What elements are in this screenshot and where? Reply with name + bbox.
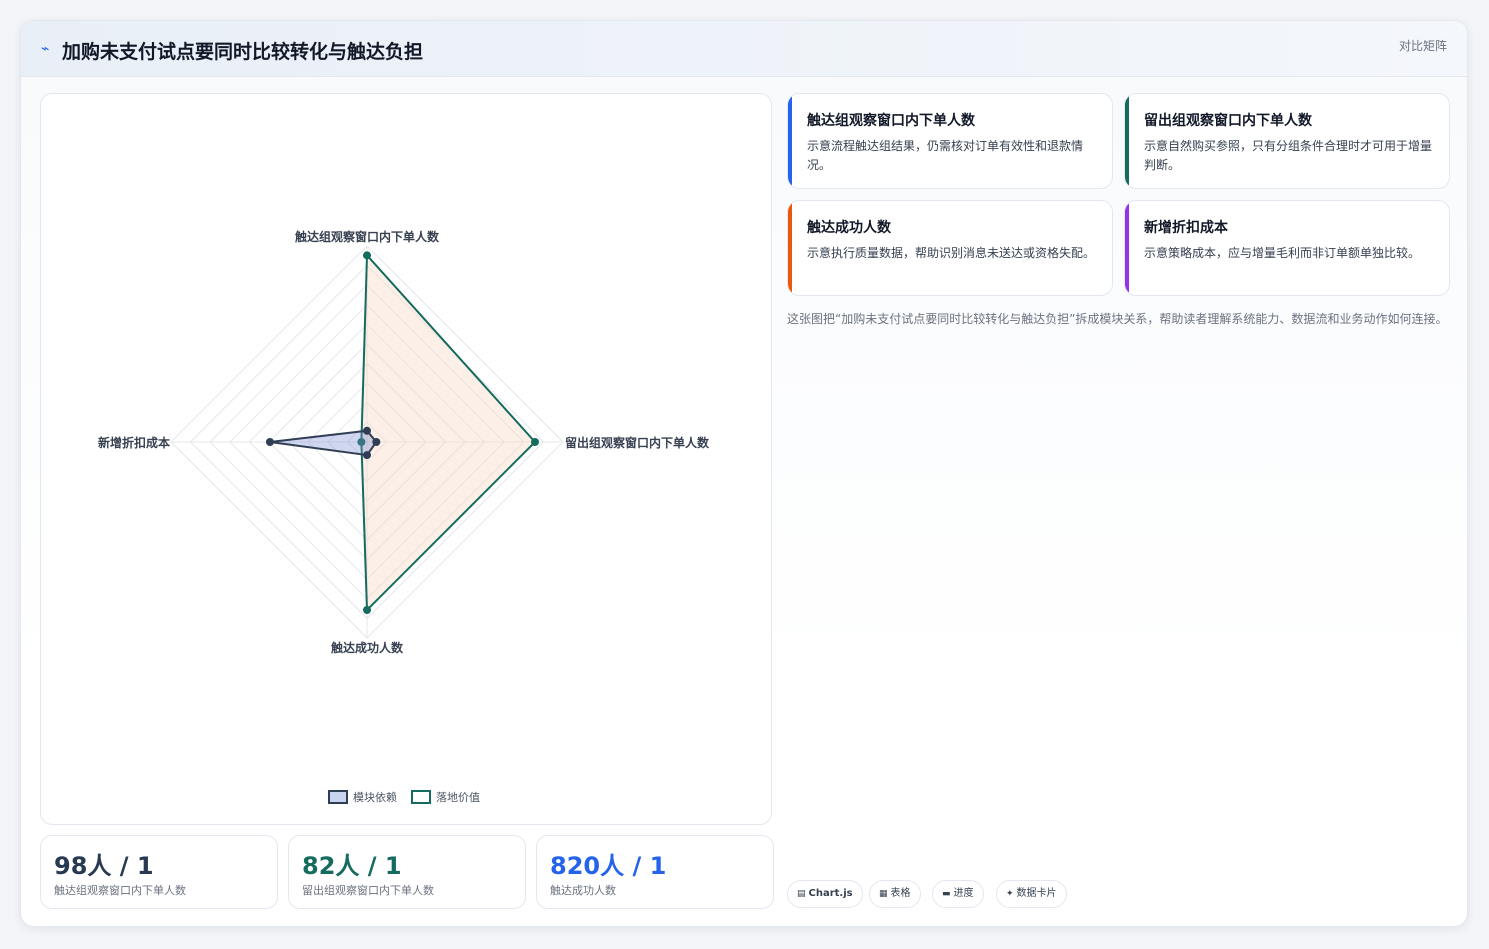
- info-accent-bar: [788, 201, 792, 295]
- tag-label: Chart.js: [808, 888, 853, 899]
- info-title: 触达成功人数: [807, 220, 891, 236]
- tag-table[interactable]: ▦表格: [869, 880, 921, 908]
- radar-chart-panel: 触达组观察窗口内下单人数 留出组观察窗口内下单人数 触达成功人数 新增折扣成本 …: [40, 93, 772, 825]
- chart-description: 这张图把“加购未支付试点要同时比较转化与触达负担”拆成模块关系，帮助读者理解系统…: [787, 312, 1448, 326]
- series-0-point-1[interactable]: [372, 438, 381, 446]
- stat-value: 98人 / 1: [54, 852, 154, 880]
- stat-card-reach-success: 820人 / 1 触达成功人数: [536, 835, 774, 909]
- tag-progress[interactable]: ▬进度: [932, 880, 984, 908]
- legend-swatch-dependency[interactable]: [328, 790, 348, 804]
- card-header: ⌁ 加购未支付试点要同时比较转化与触达负担 对比矩阵: [21, 21, 1467, 77]
- tag-chartjs[interactable]: ▤Chart.js: [787, 880, 863, 908]
- info-text: 示意执行质量数据，帮助识别消息未送达或资格失配。: [807, 246, 1096, 260]
- info-text: 示意策略成本，应与增量毛利而非订单额单独比较。: [1144, 246, 1421, 260]
- tag-data-card[interactable]: ✦数据卡片: [996, 880, 1067, 908]
- tag-label: 数据卡片: [1016, 888, 1057, 899]
- main-card: ⌁ 加购未支付试点要同时比较转化与触达负担 对比矩阵 触达组观察窗口内下单人数 …: [20, 20, 1468, 927]
- series-1-point-3[interactable]: [357, 438, 366, 446]
- tag-label: 表格: [890, 888, 911, 899]
- series-1-point-1[interactable]: [531, 438, 539, 446]
- info-card-discount-cost: 新增折扣成本 示意策略成本，应与增量毛利而非订单额单独比较。: [1124, 200, 1450, 296]
- info-title: 留出组观察窗口内下单人数: [1144, 113, 1312, 129]
- stat-label: 触达组观察窗口内下单人数: [54, 884, 186, 897]
- series-1-point-2[interactable]: [363, 606, 371, 614]
- progress-icon: ▬: [942, 889, 951, 899]
- sparkle-icon: ✦: [1006, 889, 1014, 899]
- series-0-point-0[interactable]: [363, 426, 371, 435]
- info-accent-bar: [788, 94, 792, 188]
- axis-label-left: 新增折扣成本: [98, 435, 170, 450]
- table-icon: ▤: [797, 889, 806, 899]
- grid-icon: ▦: [879, 889, 888, 899]
- legend-swatch-value[interactable]: [411, 790, 431, 804]
- stat-card-holdout-orders: 82人 / 1 留出组观察窗口内下单人数: [288, 835, 526, 909]
- page-title: 加购未支付试点要同时比较转化与触达负担: [62, 41, 424, 63]
- chart-legend: 模块依赖 落地价值: [328, 790, 480, 804]
- header-tag[interactable]: 对比矩阵: [1398, 39, 1447, 53]
- info-card-reach-orders: 触达组观察窗口内下单人数 示意流程触达组结果，仍需核对订单有效性和退款情况。: [787, 93, 1113, 189]
- info-card-reach-success: 触达成功人数 示意执行质量数据，帮助识别消息未送达或资格失配。: [787, 200, 1113, 296]
- stat-label: 触达成功人数: [550, 884, 616, 897]
- stat-value: 82人 / 1: [302, 852, 402, 880]
- axis-label-top: 触达组观察窗口内下单人数: [295, 229, 440, 244]
- series-1-point-0[interactable]: [363, 251, 371, 260]
- legend-label-dependency: 模块依赖: [353, 791, 397, 804]
- legend-label-value: 落地价值: [436, 791, 480, 804]
- stat-card-reach-orders: 98人 / 1 触达组观察窗口内下单人数: [40, 835, 278, 909]
- info-accent-bar: [1125, 201, 1129, 295]
- radar-series: [265, 251, 539, 614]
- radar-chart: 触达组观察窗口内下单人数 留出组观察窗口内下单人数 触达成功人数 新增折扣成本 …: [98, 229, 710, 804]
- series-0-point-3[interactable]: [265, 438, 274, 446]
- radar-axis-labels: 触达组观察窗口内下单人数 留出组观察窗口内下单人数 触达成功人数 新增折扣成本: [98, 229, 710, 655]
- info-card-holdout-orders: 留出组观察窗口内下单人数 示意自然购买参照，只有分组条件合理时才可用于增量判断。: [1124, 93, 1450, 189]
- tag-label: 进度: [953, 888, 974, 899]
- info-text: 示意流程触达组结果，仍需核对订单有效性和退款情况。: [807, 139, 1084, 172]
- axis-label-right: 留出组观察窗口内下单人数: [565, 435, 710, 450]
- chart-line-icon: ⌁: [41, 41, 50, 57]
- series-0-point-2[interactable]: [363, 451, 371, 460]
- stat-value: 820人 / 1: [550, 852, 667, 880]
- info-title: 触达组观察窗口内下单人数: [807, 113, 975, 129]
- info-accent-bar: [1125, 94, 1129, 188]
- info-text: 示意自然购买参照，只有分组条件合理时才可用于增量判断。: [1144, 139, 1433, 172]
- stat-label: 留出组观察窗口内下单人数: [302, 884, 434, 897]
- series-area-0: [268, 429, 378, 457]
- axis-label-bottom: 触达成功人数: [331, 640, 404, 655]
- info-title: 新增折扣成本: [1144, 220, 1228, 236]
